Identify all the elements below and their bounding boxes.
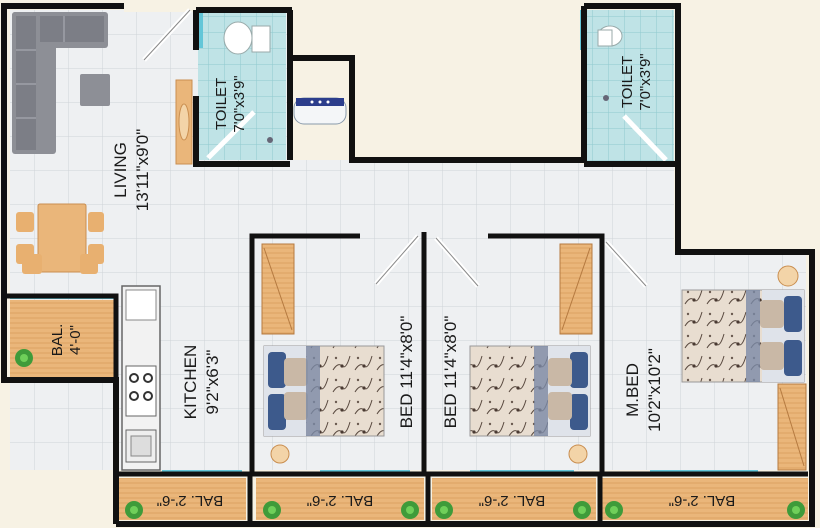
drain-icon <box>603 95 609 101</box>
room-name-kitchen: KITCHEN <box>181 345 200 420</box>
label-bal-left: BAL. 4'-0" <box>49 324 84 357</box>
lamp-icon <box>568 444 588 464</box>
balcony-2-size: 2'-6" <box>307 492 337 509</box>
room-size-toilet-1: 7'0"x3'9" <box>231 75 248 132</box>
room-size-toilet-2: 7'0"x3'9" <box>637 53 654 110</box>
sink-icon <box>125 429 157 463</box>
plant-icon <box>787 501 805 519</box>
balcony-1-size: 2'-6" <box>157 492 187 509</box>
label-balcony-1: BAL. 2'-6" <box>157 492 224 509</box>
balcony-3-name: BAL. <box>513 492 546 509</box>
room-name-bal-left: BAL. <box>49 324 66 357</box>
plant-icon <box>435 501 453 519</box>
label-kitchen: KITCHEN 9'2"x6'3" <box>181 345 222 420</box>
room-size-bal-left: 4'-0" <box>67 325 84 355</box>
plant-icon <box>263 501 281 519</box>
bed-icon <box>469 345 591 437</box>
room-size-living: 13'11"x9'0" <box>133 129 152 212</box>
kitchen-counter <box>121 285 161 471</box>
balcony-4-name: BAL. <box>703 492 736 509</box>
svg-text:BAL. 2'-6": BAL. 2'-6" <box>479 492 546 509</box>
plant-icon <box>15 349 33 367</box>
wardrobe-icon <box>559 243 593 335</box>
wardrobe-icon <box>261 243 295 335</box>
label-balcony-2: BAL. 2'-6" <box>307 492 374 509</box>
room-name-toilet-2: TOILET <box>619 56 636 108</box>
inner-walls <box>4 232 808 522</box>
toilet-icon <box>597 25 623 47</box>
label-toilet-1: TOILET 7'0"x3'9" <box>213 75 248 132</box>
room-size-mbed: 10'2"x10'2" <box>645 348 664 432</box>
room-name-bed-1: BED <box>397 393 416 428</box>
toilet-icon <box>223 21 271 55</box>
room-name-toilet-1: TOILET <box>213 78 230 130</box>
label-balcony-4: BAL. 2'-6" <box>669 492 736 509</box>
room-size-kitchen: 9'2"x6'3" <box>203 350 222 415</box>
room-name-bed-2: BED <box>441 393 460 428</box>
door-icon <box>622 114 668 162</box>
svg-text:BAL. 2'-6": BAL. 2'-6" <box>157 492 224 509</box>
label-balcony-3: BAL. 2'-6" <box>479 492 546 509</box>
label-living: LIVING 13'11"x9'0" <box>111 129 152 212</box>
sofa-icon <box>12 12 108 154</box>
balcony-2-name: BAL. <box>341 492 374 509</box>
console-icon <box>175 79 193 165</box>
wardrobe-icon <box>777 383 807 471</box>
drain-icon <box>267 137 273 143</box>
stove-icon <box>125 365 157 417</box>
walls <box>1 3 815 527</box>
balcony-1-name: BAL. <box>191 492 224 509</box>
wash-basin-icon <box>293 97 347 125</box>
room-size-bed-1: 11'4"x8'0" <box>397 316 416 389</box>
label-mbed: M.BED 10'2"x10'2" <box>623 348 664 432</box>
lamp-icon <box>777 265 799 287</box>
balcony-3-size: 2'-6" <box>479 492 509 509</box>
plant-icon <box>605 501 623 519</box>
svg-text:BED 11'4"x8'0": BED 11'4"x8'0" <box>441 316 460 429</box>
ottoman-icon <box>80 74 110 106</box>
plant-icon <box>573 501 591 519</box>
svg-text:BAL. 2'-6": BAL. 2'-6" <box>307 492 374 509</box>
bed-icon <box>681 289 805 383</box>
label-bed-2: BED 11'4"x8'0" <box>441 316 460 429</box>
room-name-living: LIVING <box>111 142 130 198</box>
dining-table-icon <box>16 203 104 274</box>
label-bed-1: BED 11'4"x8'0" <box>397 316 416 429</box>
balcony-4-size: 2'-6" <box>669 492 699 509</box>
svg-text:BAL. 2'-6": BAL. 2'-6" <box>669 492 736 509</box>
lamp-icon <box>270 444 290 464</box>
door-icon <box>206 110 256 160</box>
svg-text:BED 11'4"x8'0": BED 11'4"x8'0" <box>397 316 416 429</box>
room-size-bed-2: 11'4"x8'0" <box>441 316 460 389</box>
label-toilet-2: TOILET 7'0"x3'9" <box>619 53 654 110</box>
bed-icon <box>263 345 385 437</box>
room-name-mbed: M.BED <box>623 363 642 417</box>
plant-icon <box>125 501 143 519</box>
plant-icon <box>401 501 419 519</box>
